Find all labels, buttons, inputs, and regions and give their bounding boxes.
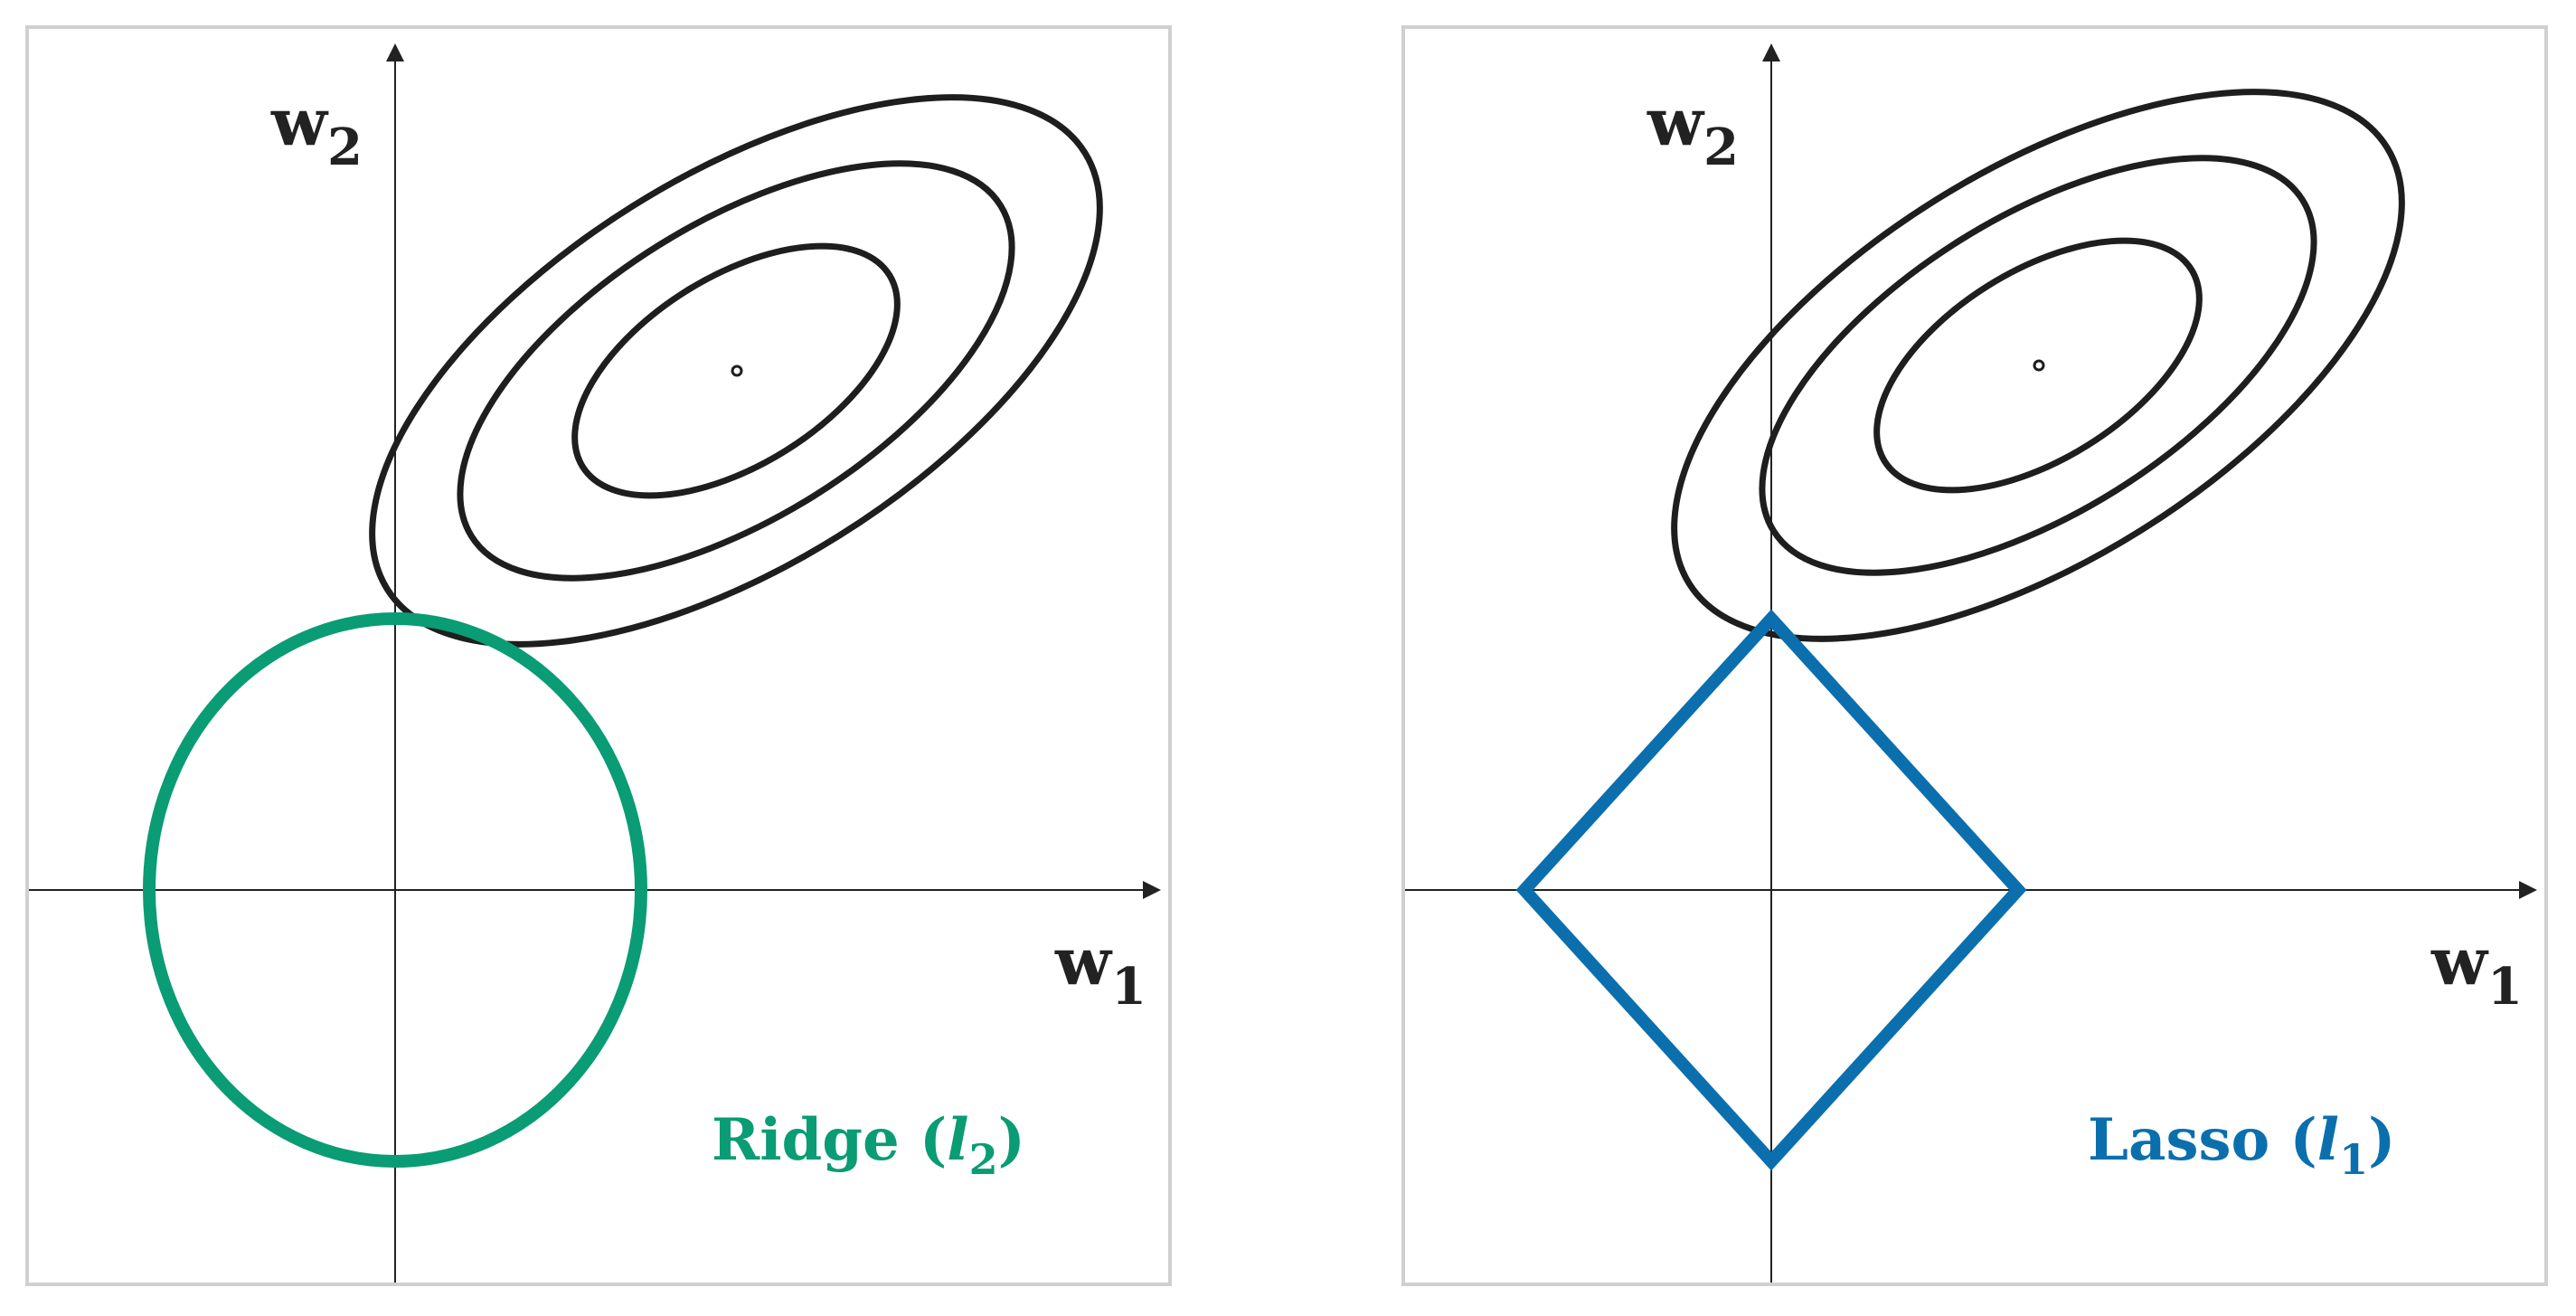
method-label-ridge: Ridge (l2) [712,1106,1025,1184]
contour-middle [1759,155,2317,576]
x-axis-label: w1 [2430,923,2523,1017]
x-axis-label: w1 [1054,923,1146,1017]
ridge-panel: w2 w1 Ridge (l2) [25,25,1172,1286]
ridge-constraint-circle [143,612,647,1168]
y-axis-label: w2 [1647,83,1739,177]
loss-minimum-point [2033,359,2045,372]
loss-contours [1671,89,2405,642]
loss-contours [369,94,1103,648]
lasso-constraint-diamond [1515,609,2027,1171]
ridge-diagram: w2 w1 Ridge (l2) [29,43,1161,1283]
y-axis-label: w2 [270,83,363,177]
contour-middle [457,160,1015,582]
lasso-diagram: w2 w1 Lasso (l1) [1405,43,2537,1283]
method-label-lasso: Lasso (l1) [2088,1106,2395,1184]
contour-inner [571,242,901,499]
lasso-panel: w2 w1 Lasso (l1) [1401,25,2548,1286]
loss-minimum-point [731,365,743,377]
contour-inner [1873,237,2203,494]
contour-outer [1671,89,2405,642]
contour-outer [369,94,1103,648]
